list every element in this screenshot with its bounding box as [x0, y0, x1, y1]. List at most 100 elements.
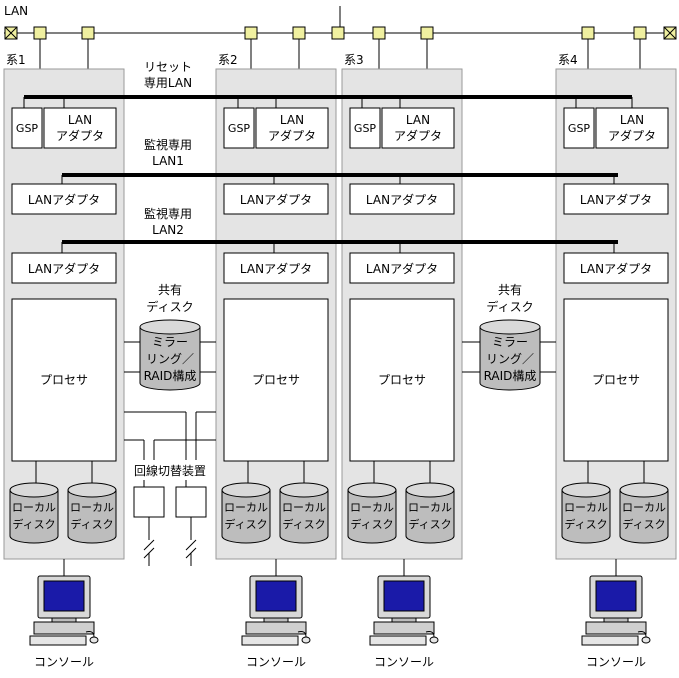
system-2-lan-adapter-top-line2: アダプタ [268, 128, 316, 143]
system-3-lan-adapter-2-label: LANアダプタ [366, 261, 438, 276]
reset-lan-label-2: 専用LAN [144, 76, 192, 90]
system-4-gsp [563, 107, 595, 149]
system-2-gsp-label: GSP [228, 122, 251, 135]
system-1-lan-adapter-top-line1: LAN [68, 113, 92, 127]
system-4-local-disk-1-body [561, 489, 611, 544]
shared-disk-2-body [479, 326, 541, 391]
system-1-local-disk-2-top [67, 482, 117, 498]
system-4-processor-label: プロセサ [592, 373, 640, 387]
system-1-local-disk-1-label-2: ディスク [12, 517, 55, 531]
console-2-base [245, 621, 307, 635]
lan-label: LAN [4, 4, 28, 18]
shared-disk-2-line3: RAID構成 [484, 369, 537, 383]
system-2-local-disk-1-label-2: ディスク [224, 517, 267, 531]
system-2-lan-adapter-1 [223, 183, 329, 215]
system-3-lan-adapter-2 [349, 252, 455, 284]
console-4-mouse [641, 636, 651, 644]
lan-node-8 [581, 26, 595, 40]
console-4-screen [595, 580, 637, 612]
console-1-base [33, 621, 95, 635]
system-3-gsp-label: GSP [354, 122, 377, 135]
system-4-local-disk-1-top [561, 482, 611, 498]
system-2-local-disk-2-label-1: ローカル [282, 501, 326, 514]
system-2-local-disk-2-label-2: ディスク [282, 517, 325, 531]
system-2-local-disk-2-top [279, 482, 329, 498]
system-1-local-disk-2-label-1: ローカル [70, 501, 114, 514]
lan-node-7 [420, 26, 434, 40]
reset-lan-label-1: リセット [144, 60, 192, 74]
system-3-lan-adapter-1-label: LANアダプタ [366, 192, 438, 207]
line-switcher-2-break-1 [185, 539, 197, 551]
system-3-lan-adapter-top [381, 107, 455, 149]
shared-disk-1-line2: リング／ [146, 352, 194, 366]
system-3-lan-adapter-1 [349, 183, 455, 215]
system-2-gsp [223, 107, 255, 149]
system-1-lan-adapter-top [43, 107, 117, 149]
system-1-processor-label: プロセサ [40, 373, 88, 387]
monitor-lan2-label-1: 監視専用 [144, 206, 192, 221]
shared-disk-1-caption-1: 共有 [158, 283, 182, 297]
shared-disk-2-caption-1: 共有 [498, 283, 522, 297]
console-4-base [585, 621, 647, 635]
console-1-screen [43, 580, 85, 612]
system-3-lan-adapter-top-line2: アダプタ [394, 128, 442, 143]
console-2-label: コンソール [246, 655, 306, 669]
monitor-lan1-label-1: 監視専用 [144, 137, 192, 152]
system-3-lan-adapter-top-line1: LAN [406, 113, 430, 127]
shared-disk-2-top [479, 319, 541, 335]
system-1-local-disk-2-label-2: ディスク [70, 517, 113, 531]
system-2-local-disk-1-top [221, 482, 271, 498]
system-2-local-disk-1-label-1: ローカル [224, 501, 268, 514]
console-2-icon [241, 575, 311, 646]
console-1-keyboard [29, 635, 87, 646]
console-3-screen [383, 580, 425, 612]
system-2-lan-adapter-top-line1: LAN [280, 113, 304, 127]
console-4-label: コンソール [586, 655, 646, 669]
line-switcher-1 [133, 486, 165, 518]
system-1-lan-adapter-1-label: LANアダプタ [28, 192, 100, 207]
lan-node-5 [331, 26, 345, 40]
console-3-stand [391, 617, 417, 623]
lan-node-6 [372, 26, 386, 40]
monitor-lan2-label-2: LAN2 [152, 223, 184, 237]
shared-disk-2-caption-2: ディスク [486, 299, 533, 314]
system-4-local-disk-1-label-1: ローカル [564, 501, 608, 514]
console-3-keyboard [369, 635, 427, 646]
lan-node-9 [633, 26, 647, 40]
system-1-lan-adapter-2 [11, 252, 117, 284]
line-switcher-2 [175, 486, 207, 518]
console-1-mouse [89, 636, 99, 644]
console-2-mouse [301, 636, 311, 644]
console-3-base [373, 621, 435, 635]
system-3-local-disk-1-top [347, 482, 397, 498]
console-3-mouse [429, 636, 439, 644]
system-2-processor-label: プロセサ [252, 373, 300, 387]
console-3-label: コンソール [374, 655, 434, 669]
console-2-screen [255, 580, 297, 612]
system-4-local-disk-2-body [619, 489, 669, 544]
system-1-processor [11, 298, 117, 462]
lan-node-2 [81, 26, 95, 40]
shared-disk-1-caption-2: ディスク [146, 299, 193, 314]
system-2-lan-adapter-1-label: LANアダプタ [240, 192, 312, 207]
line-switcher-label: 回線切替装置 [134, 463, 206, 478]
system-3-local-disk-2-top [405, 482, 455, 498]
system-3-gsp [349, 107, 381, 149]
lan-node-4 [292, 26, 306, 40]
system-1-local-disk-2-body [67, 489, 117, 544]
console-1-stand [51, 617, 77, 623]
system-1-lan-adapter-top-line2: アダプタ [56, 128, 104, 143]
console-2-stand [263, 617, 289, 623]
shared-disk-2-line1: ミラー [492, 335, 528, 349]
shared-disk-2-line2: リング／ [486, 352, 534, 366]
system-4-lan-adapter-top-line1: LAN [620, 113, 644, 127]
system-2-lan-adapter-2 [223, 252, 329, 284]
console-2-mouse-cable [297, 631, 307, 638]
system-4-label: 系4 [558, 53, 578, 67]
system-3-local-disk-2-label-2: ディスク [408, 517, 451, 531]
console-4-keyboard [581, 635, 639, 646]
system-4-lan-adapter-1-label: LANアダプタ [580, 192, 652, 207]
system-3-local-disk-2-label-1: ローカル [408, 501, 452, 514]
